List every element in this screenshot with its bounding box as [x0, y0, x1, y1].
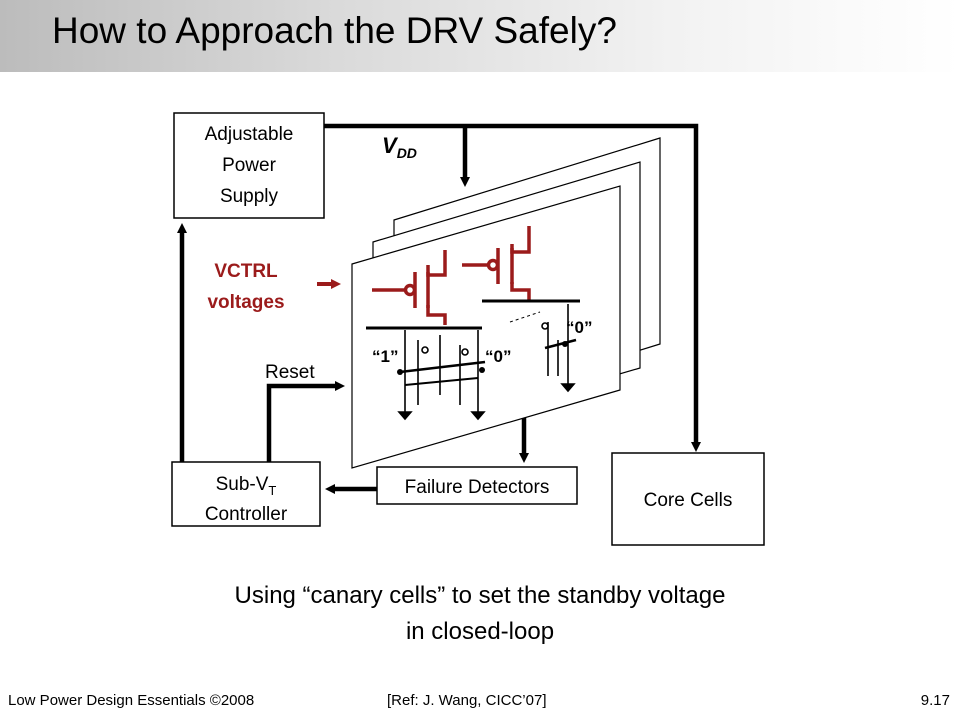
- canary-cell-diagram: “1” “0” “0” Adjustable Power Supply VDD …: [171, 112, 765, 546]
- cell-label-zero-left: “0”: [485, 347, 511, 366]
- dashed-connector: [509, 311, 541, 323]
- node-dot: [397, 369, 403, 375]
- power-supply-label-line3: Supply: [220, 186, 279, 207]
- vctrl-label-line2: voltages: [207, 292, 284, 313]
- cell-label-zero-right: “0”: [566, 318, 592, 337]
- failure-detectors-box: [376, 466, 578, 505]
- core-cells-box: [611, 452, 765, 546]
- canary-transistor-right: [462, 226, 531, 300]
- node-dot: [479, 367, 485, 373]
- canary-transistor-left: [372, 250, 447, 325]
- power-supply-label-line1: Adjustable: [205, 124, 294, 145]
- reset-label: Reset: [265, 362, 315, 383]
- controller-box: [171, 461, 321, 527]
- cell-label-one: “1”: [372, 347, 398, 366]
- caption-line-2: in closed-loop: [405, 618, 555, 645]
- canary-plane-back-1: [351, 185, 621, 469]
- vdd-bus: [324, 123, 701, 452]
- core-cells-label: Core Cells: [644, 490, 733, 511]
- vdd-label: VDD: [382, 133, 417, 161]
- vctrl-label-line1: VCTRL: [214, 261, 278, 282]
- controller-label-line2: Controller: [205, 504, 288, 525]
- sram-cell-right: [541, 304, 577, 393]
- footer-course: Low Power Design Essentials ©2008: [8, 692, 255, 709]
- sram-cell-left: [397, 330, 486, 421]
- page-title: How to Approach the DRV Safely?: [52, 10, 617, 51]
- node-dot: [562, 341, 568, 347]
- power-supply-box: [173, 112, 325, 219]
- footer-reference: [Ref: J. Wang, CICC’07]: [387, 692, 547, 709]
- caption-line-1: Using “canary cells” to set the standby …: [234, 582, 726, 609]
- reset-line: [266, 381, 345, 462]
- controller-label-line1: Sub-VT: [216, 474, 277, 498]
- failure-detectors-label: Failure Detectors: [405, 477, 550, 498]
- title-bar: [0, 0, 960, 72]
- power-supply-label-line2: Power: [222, 155, 277, 176]
- footer-slide-number: 9.17: [920, 692, 950, 709]
